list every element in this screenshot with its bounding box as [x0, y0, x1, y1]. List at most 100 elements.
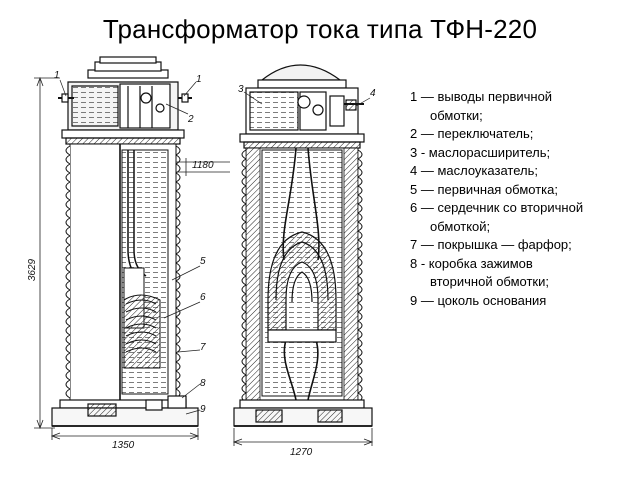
- porcelain-rib: [357, 302, 363, 313]
- porcelain-rib: [357, 356, 363, 367]
- porcelain-rib: [241, 230, 247, 241]
- porcelain-rib: [175, 244, 181, 255]
- porcelain-rib: [175, 379, 181, 390]
- porcelain-rib: [65, 343, 71, 354]
- right-core: [267, 147, 337, 401]
- porcelain-rib: [241, 257, 247, 268]
- porcelain-rib: [175, 352, 181, 363]
- callout-2: 2: [187, 114, 194, 125]
- right-ribs: [241, 147, 363, 403]
- porcelain-rib: [65, 235, 71, 246]
- porcelain-rib: [65, 190, 71, 201]
- porcelain-rib: [65, 370, 71, 381]
- porcelain-rib: [65, 199, 71, 210]
- porcelain-rib: [175, 343, 181, 354]
- porcelain-rib: [175, 271, 181, 282]
- porcelain-rib: [357, 167, 363, 178]
- porcelain-rib: [65, 208, 71, 219]
- porcelain-rib: [65, 181, 71, 192]
- callout-1a: 1: [54, 70, 60, 81]
- right-width-dimension: [232, 428, 374, 446]
- porcelain-rib: [241, 239, 247, 250]
- porcelain-rib: [65, 244, 71, 255]
- porcelain-rib: [241, 293, 247, 304]
- porcelain-rib: [357, 284, 363, 295]
- porcelain-rib: [65, 163, 71, 174]
- porcelain-rib: [175, 145, 181, 156]
- porcelain-rib: [241, 338, 247, 349]
- porcelain-rib: [65, 289, 71, 300]
- legend-item-text: 8 - коробка зажимов: [410, 255, 533, 271]
- porcelain-rib: [175, 325, 181, 336]
- porcelain-rib: [357, 329, 363, 340]
- porcelain-rib: [65, 325, 71, 336]
- porcelain-rib: [357, 185, 363, 196]
- porcelain-rib: [175, 172, 181, 183]
- porcelain-rib: [241, 302, 247, 313]
- porcelain-rib: [175, 262, 181, 273]
- porcelain-rib: [65, 298, 71, 309]
- legend-item: 4 — маслоуказатель;: [410, 162, 636, 181]
- legend-item-text: 5 — первичная обмотка;: [410, 181, 558, 197]
- porcelain-rib: [241, 347, 247, 358]
- porcelain-rib: [357, 212, 363, 223]
- porcelain-rib: [241, 158, 247, 169]
- porcelain-rib: [357, 158, 363, 169]
- porcelain-rib: [357, 248, 363, 259]
- porcelain-rib: [241, 311, 247, 322]
- height-dimension: [34, 76, 60, 430]
- porcelain-rib: [357, 383, 363, 394]
- porcelain-rib: [241, 176, 247, 187]
- porcelain-rib: [241, 329, 247, 340]
- porcelain-rib: [65, 172, 71, 183]
- side-dimension: [176, 158, 230, 176]
- porcelain-rib: [241, 320, 247, 331]
- porcelain-rib: [175, 361, 181, 372]
- porcelain-rib: [175, 181, 181, 192]
- porcelain-rib: [357, 293, 363, 304]
- porcelain-rib: [357, 338, 363, 349]
- side-dim-label: 1180: [192, 160, 214, 171]
- porcelain-rib: [175, 208, 181, 219]
- right-width-label: 1270: [290, 447, 313, 458]
- left-width-label: 1350: [112, 440, 135, 451]
- porcelain-rib: [175, 370, 181, 381]
- porcelain-rib: [241, 194, 247, 205]
- left-head: [58, 56, 192, 145]
- callout-1b: 1: [196, 74, 202, 85]
- legend-item: 9 — цоколь основания: [410, 292, 636, 311]
- porcelain-rib: [357, 203, 363, 214]
- porcelain-rib: [175, 334, 181, 345]
- porcelain-rib: [241, 284, 247, 295]
- callout-7: 7: [200, 342, 206, 353]
- porcelain-rib: [357, 320, 363, 331]
- legend-item-text: 9 — цоколь основания: [410, 292, 547, 308]
- right-callouts: [243, 91, 371, 107]
- left-view: 3629: [27, 56, 230, 451]
- legend-item-text: 3 - маслорасширитель;: [410, 144, 551, 160]
- porcelain-rib: [357, 221, 363, 232]
- legend-item-text: 2 — переключатель;: [410, 126, 534, 141]
- porcelain-rib: [357, 374, 363, 385]
- porcelain-rib: [175, 316, 181, 327]
- porcelain-rib: [65, 307, 71, 318]
- right-base: [233, 399, 373, 427]
- porcelain-rib: [65, 217, 71, 228]
- porcelain-rib: [357, 176, 363, 187]
- porcelain-rib: [175, 235, 181, 246]
- porcelain-rib: [241, 383, 247, 394]
- porcelain-rib: [357, 194, 363, 205]
- page-title: Трансформатор тока типа ТФН-220: [102, 14, 538, 44]
- porcelain-rib: [65, 316, 71, 327]
- porcelain-rib: [357, 311, 363, 322]
- porcelain-rib: [175, 226, 181, 237]
- legend-item-text: 7 — покрышка — фарфор;: [410, 237, 572, 252]
- left-width-dimension: [50, 428, 200, 440]
- porcelain-rib: [357, 347, 363, 358]
- porcelain-rib: [175, 154, 181, 165]
